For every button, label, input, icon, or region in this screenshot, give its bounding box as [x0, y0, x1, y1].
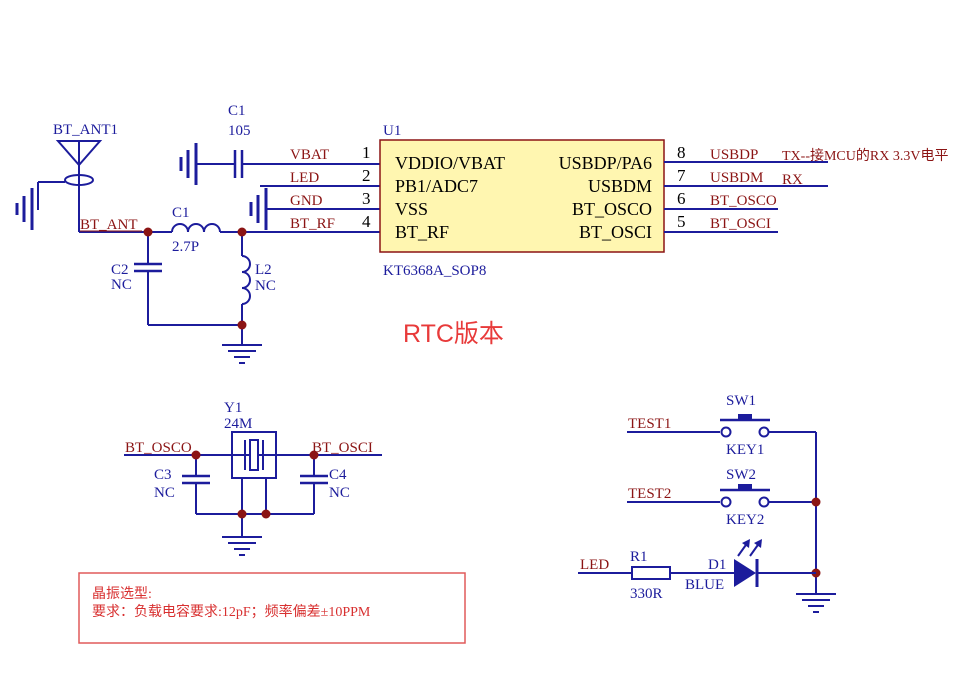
- crystal-case: [231, 431, 277, 479]
- sw2-contact-right: [758, 496, 770, 508]
- ic-pin-name: BT_OSCO: [572, 199, 652, 219]
- net-label-vbat: VBAT: [290, 147, 329, 163]
- net-label-gnd: GND: [290, 193, 323, 209]
- c4-value: NC: [329, 485, 350, 501]
- crystal-note: 晶振选型: 要求：负载电容要求:12pF；频率偏差±10PPM: [78, 572, 466, 644]
- r1-body: [631, 566, 671, 580]
- rf-ground-symbol: [222, 344, 262, 364]
- d1-designator: D1: [708, 557, 726, 573]
- ic-pin-name: BT_OSCI: [579, 222, 652, 242]
- decoupling-cap-section: C1 105: [179, 103, 380, 185]
- ic-pin-number: 7: [677, 166, 686, 185]
- ic-u1: U1 KT6368A_SOP8 1 2 3 4 VDDIO/VBAT PB1/A…: [290, 123, 948, 279]
- ic-pin-name: USBDM: [588, 176, 652, 196]
- switch-ground-symbol: [796, 593, 836, 613]
- crystal-section: Y1 24M BT_OSCO BT_OSCI C3 NC C4 NC: [124, 400, 382, 556]
- net-label-led: LED: [580, 557, 609, 573]
- junction-dot: [237, 509, 247, 519]
- c1-ground-symbol: [179, 143, 198, 185]
- note-box: [78, 572, 466, 644]
- junction-dot: [237, 320, 247, 330]
- series-inductor-value: 2.7P: [172, 239, 199, 255]
- antenna-section: BT_ANT1 BT_ANT C1 2.7P C2 NC L2 NC: [15, 122, 380, 364]
- r1-designator: R1: [630, 549, 648, 565]
- net-label-test1: TEST1: [628, 416, 671, 432]
- note-line-2: 要求：负载电容要求:12pF；频率偏差±10PPM: [92, 603, 371, 620]
- led-circuit: LED R1 330R D1 BLUE: [578, 539, 836, 613]
- sw1-designator: SW1: [726, 393, 756, 409]
- series-inductor-designator: C1: [172, 205, 190, 221]
- antenna-coupling-loop: [64, 174, 94, 186]
- sw2-button: [738, 484, 752, 490]
- net-label-usbdm: USBDM: [710, 170, 763, 186]
- ic-pin-number: 3: [362, 189, 371, 208]
- ic-pin-number: 4: [362, 212, 371, 231]
- ic-pin-number: 5: [677, 212, 686, 231]
- sw1-value: KEY1: [726, 442, 764, 458]
- junction-dot: [237, 227, 247, 237]
- sw1-contact-right: [758, 426, 770, 438]
- ic-pin-number: 1: [362, 143, 371, 162]
- switch-section: SW1 TEST1 KEY1 SW2 TEST2 KEY2: [627, 393, 821, 594]
- junction-dot: [191, 450, 201, 460]
- sw2-designator: SW2: [726, 467, 756, 483]
- note-line-1: 晶振选型:: [92, 586, 152, 602]
- net-label-usbdp: USBDP: [710, 147, 758, 163]
- ic-body: [379, 139, 665, 253]
- sw1-contact-left: [720, 426, 732, 438]
- bt-ant-net-label: BT_ANT: [80, 217, 138, 233]
- c1-designator: C1: [228, 103, 246, 119]
- crystal-designator: Y1: [224, 400, 242, 416]
- ic-pin-number: 6: [677, 189, 686, 208]
- series-inductor-symbol: [171, 223, 221, 233]
- ic-pin-name: BT_RF: [395, 222, 449, 242]
- net-label-bt-osci: BT_OSCI: [710, 216, 771, 232]
- net-label-bt-rf: BT_RF: [290, 216, 335, 232]
- page-title: RTC版本: [403, 320, 504, 348]
- l2-value: NC: [255, 278, 276, 294]
- net-label-bt-osci: BT_OSCI: [312, 440, 373, 456]
- d1-light-arrows: [737, 539, 762, 557]
- c2-designator: C2: [111, 262, 129, 278]
- ic-pin-name: VDDIO/VBAT: [395, 153, 505, 173]
- c3-designator: C3: [154, 467, 172, 483]
- crystal-ground-symbol: [222, 536, 262, 556]
- usbdp-note: TX--接MCU的RX 3.3V电平: [782, 147, 948, 164]
- junction-dot: [143, 227, 153, 237]
- ic-vss-ground-symbol: [249, 188, 268, 230]
- l2-symbol: [241, 255, 251, 305]
- net-label-bt-osco: BT_OSCO: [710, 193, 777, 209]
- sw2-contact-left: [720, 496, 732, 508]
- ic-pin-name: USBDP/PA6: [559, 153, 652, 173]
- c3-value: NC: [154, 485, 175, 501]
- sw2-value: KEY2: [726, 512, 764, 528]
- net-label-led: LED: [290, 170, 319, 186]
- antenna-ground-symbol: [15, 188, 34, 230]
- net-label-bt-osco: BT_OSCO: [125, 440, 192, 456]
- crystal-element: [249, 439, 259, 471]
- c1-value: 105: [228, 123, 251, 139]
- ic-designator: U1: [383, 123, 401, 139]
- junction-dot: [261, 509, 271, 519]
- sw1-button: [738, 414, 752, 420]
- d1-triangle: [734, 559, 756, 587]
- ic-pin-name: VSS: [395, 199, 428, 219]
- l2-designator: L2: [255, 262, 272, 278]
- c2-value: NC: [111, 277, 132, 293]
- junction-dot: [309, 450, 319, 460]
- c4-designator: C4: [329, 467, 347, 483]
- crystal-value: 24M: [224, 416, 252, 432]
- r1-value: 330R: [630, 586, 663, 602]
- ic-pin-name: PB1/ADC7: [395, 176, 478, 196]
- net-label-test2: TEST2: [628, 486, 671, 502]
- d1-value: BLUE: [685, 577, 724, 593]
- ic-pin-number: 8: [677, 143, 686, 162]
- antenna-designator: BT_ANT1: [53, 122, 118, 138]
- usbdm-note: RX: [782, 172, 803, 188]
- ic-pin-number: 2: [362, 166, 371, 185]
- junction-dot: [811, 497, 821, 507]
- ic-part-number: KT6368A_SOP8: [383, 263, 486, 279]
